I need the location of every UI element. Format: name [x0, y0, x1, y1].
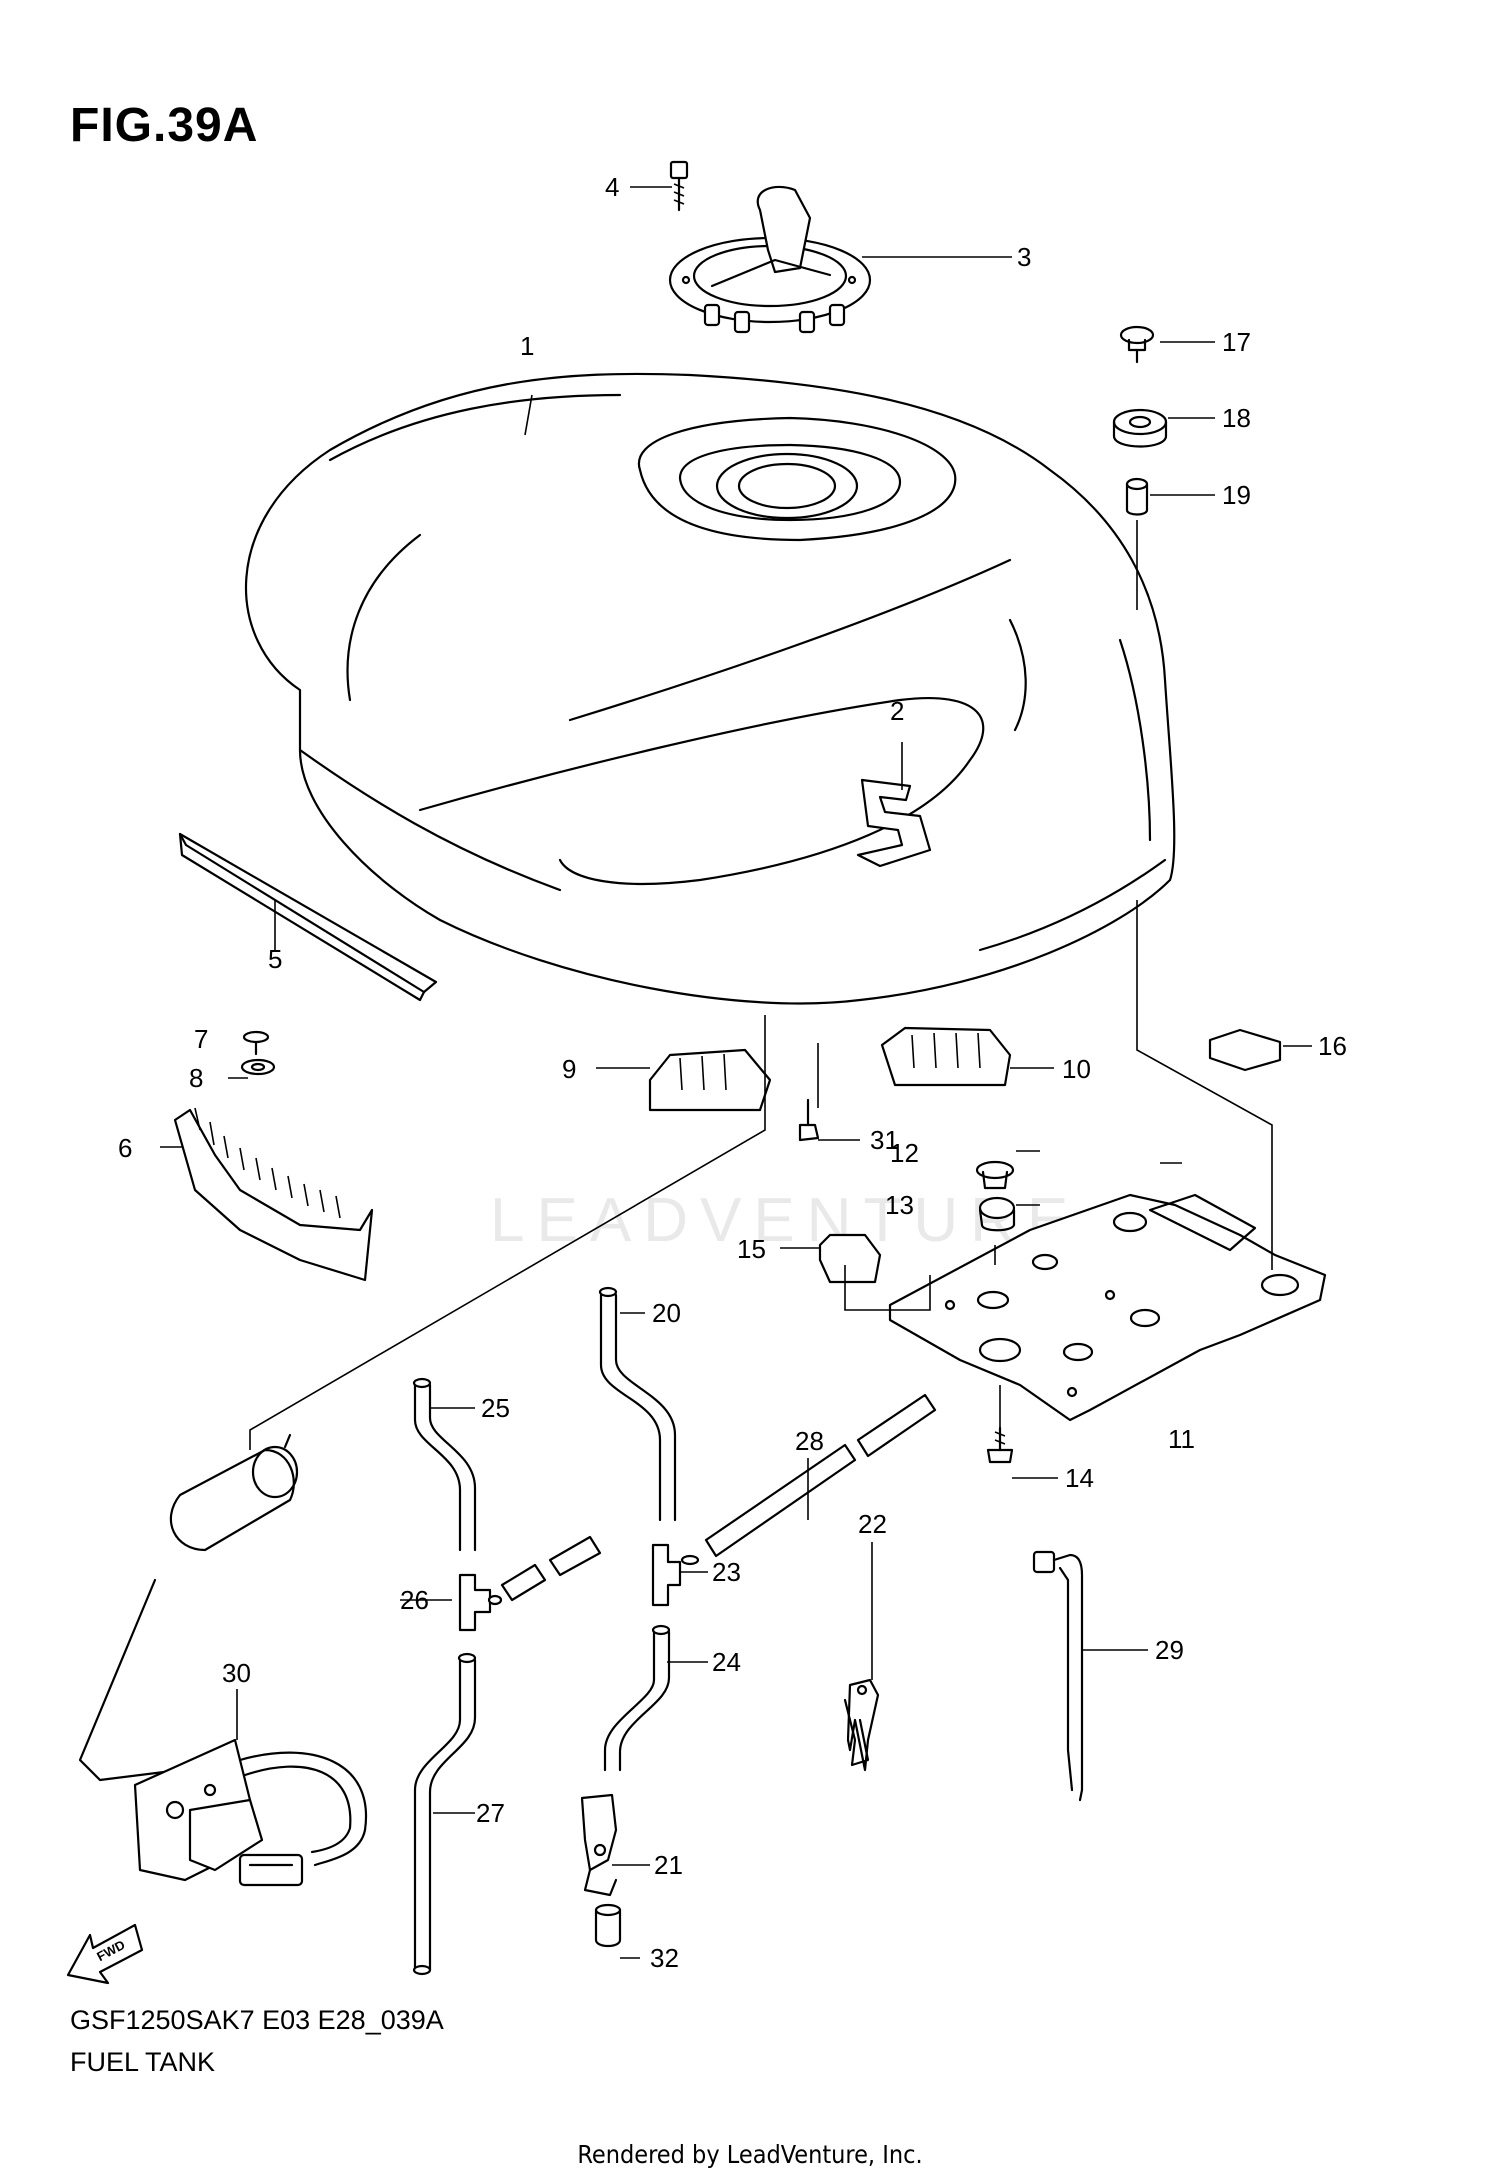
bolt-part-14: [986, 1426, 1014, 1464]
clamp-part-22: [843, 1678, 880, 1772]
callout-23: 23: [712, 1557, 741, 1587]
callout-12: 12: [890, 1138, 919, 1168]
leader-lines: [160, 186, 1312, 1959]
callout-numbers: 1 2 3 4 5 6 7 8 9 10 11 12 13 14 15 16 1…: [118, 172, 1347, 1973]
hose-part-24: [603, 1624, 671, 1772]
hose-section-short: [500, 1535, 602, 1602]
callout-26: 26: [400, 1585, 429, 1615]
screw-part-7: [242, 1030, 270, 1056]
bolt-part-31: [798, 1098, 820, 1142]
hose-part-20: [598, 1286, 677, 1522]
hose-part-27: [412, 1652, 477, 1976]
callout-32: 32: [650, 1943, 679, 1973]
clamp-part-21: [580, 1793, 618, 1897]
callout-4: 4: [605, 172, 619, 202]
collar-part-19: [1125, 477, 1149, 516]
footer-credit: Rendered by LeadVenture, Inc.: [577, 2140, 923, 2169]
callout-19: 19: [1222, 480, 1251, 510]
pad-part-16: [1208, 1028, 1282, 1072]
hose-part-28: [704, 1393, 937, 1558]
cap-part-32: [594, 1903, 622, 1948]
bolt-part-17: [1119, 325, 1155, 364]
callout-17: 17: [1222, 327, 1251, 357]
hose-part-25: [412, 1377, 477, 1552]
cushion-part-10: [880, 1026, 1012, 1087]
callout-14: 14: [1065, 1463, 1094, 1493]
callout-29: 29: [1155, 1635, 1184, 1665]
callout-28: 28: [795, 1426, 824, 1456]
forward-arrow-icon: FWD: [66, 1923, 144, 1985]
bracket-part-11: [888, 1193, 1327, 1422]
collar-part-12: [975, 1160, 1015, 1190]
sensor-part-29: [1032, 1550, 1084, 1802]
callout-11: 11: [1168, 1424, 1195, 1454]
callout-7: 7: [194, 1024, 208, 1054]
washer-part-8: [240, 1058, 276, 1076]
callout-24: 24: [712, 1647, 741, 1677]
callout-9: 9: [562, 1054, 576, 1084]
joint-part-23: [651, 1543, 700, 1607]
cushion-part-5: [178, 832, 438, 1002]
callout-13: 13: [885, 1190, 914, 1220]
grommet-part-13: [978, 1196, 1016, 1232]
callout-21: 21: [654, 1850, 683, 1880]
fuel-tank-part-1: [244, 372, 1176, 1005]
cushion-part-9: [648, 1048, 772, 1112]
callout-18: 18: [1222, 403, 1251, 433]
callout-3: 3: [1017, 242, 1031, 272]
callout-22: 22: [858, 1509, 887, 1539]
callout-1: 1: [520, 331, 534, 361]
callout-10: 10: [1062, 1054, 1091, 1084]
cushion-part-15: [818, 1233, 882, 1284]
bracket-part-6: [173, 1107, 374, 1282]
callout-8: 8: [189, 1063, 203, 1093]
callout-6: 6: [118, 1133, 132, 1163]
bolt-part-4: [669, 160, 689, 212]
callout-15: 15: [737, 1234, 766, 1264]
callout-30: 30: [222, 1658, 251, 1688]
callout-2: 2: [890, 696, 904, 726]
callout-5: 5: [268, 944, 282, 974]
joint-part-26: [458, 1573, 503, 1632]
damper-part-18: [1112, 408, 1168, 448]
callout-27: 27: [476, 1798, 505, 1828]
part-name: FUEL TANK: [70, 2047, 216, 2077]
callout-25: 25: [481, 1393, 510, 1423]
fuel-cap-part-3: [668, 185, 872, 334]
callout-20: 20: [652, 1298, 681, 1328]
part-code: GSF1250SAK7 E03 E28_039A: [70, 2005, 444, 2035]
figure-title: FIG.39A: [70, 99, 259, 152]
callout-31: 31: [870, 1125, 899, 1155]
watermark: LEADVENTURE: [490, 1186, 1081, 1255]
fuel-gauge-part-30: [78, 1433, 368, 1887]
callout-16: 16: [1318, 1031, 1347, 1061]
